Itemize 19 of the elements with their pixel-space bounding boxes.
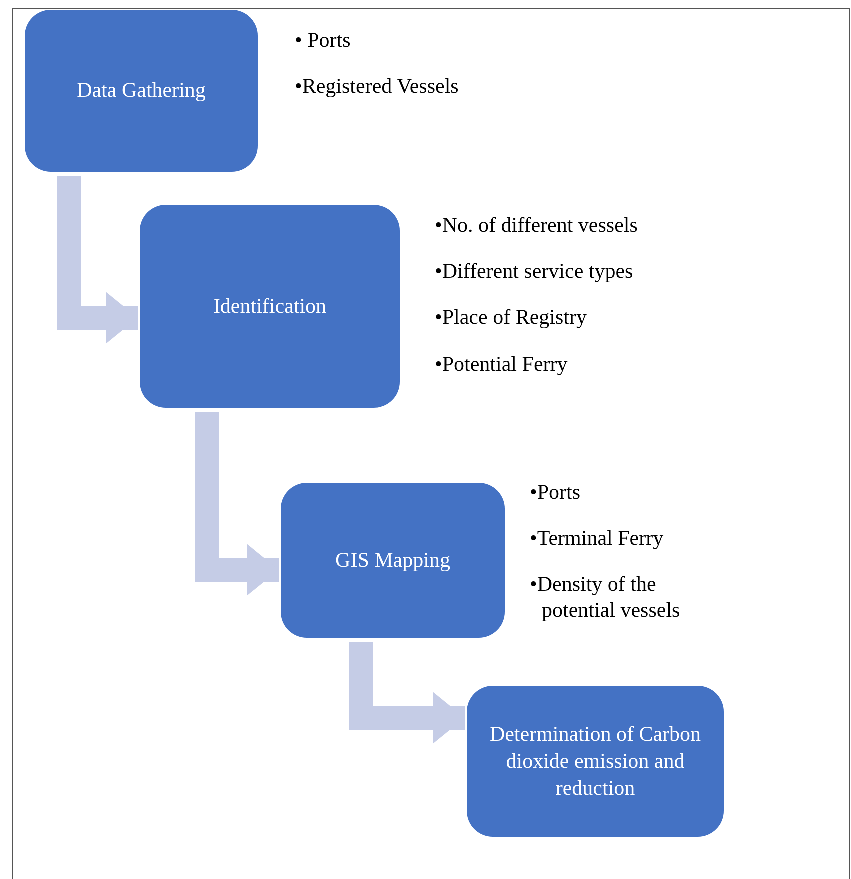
- bullet-item: •Terminal Ferry: [530, 526, 665, 552]
- bullet-item: •Density of the potential vessels: [530, 572, 682, 623]
- process-box: [25, 10, 258, 172]
- bullet-item: • Ports: [295, 28, 352, 54]
- process-box: [140, 205, 400, 408]
- bullet-item: •Place of Registry: [435, 305, 588, 331]
- bullet-item: •Different service types: [435, 259, 634, 284]
- bullet-item: •No. of different vessels: [435, 213, 639, 238]
- bent-arrow: [57, 176, 138, 344]
- process-label: Determination of Carbon dioxide emission and reduction: [488, 720, 702, 802]
- process-label: Identification: [213, 292, 327, 320]
- bullet-item: •Registered Vessels: [295, 74, 460, 100]
- bullet-item: •Potential Ferry: [435, 352, 569, 377]
- process-box: [281, 483, 505, 638]
- process-label: Data Gathering: [77, 77, 206, 104]
- bent-arrow: [195, 412, 279, 596]
- bullet-item: •Ports: [530, 480, 582, 506]
- process-label: GIS Mapping: [336, 546, 450, 574]
- process-box: [467, 686, 724, 837]
